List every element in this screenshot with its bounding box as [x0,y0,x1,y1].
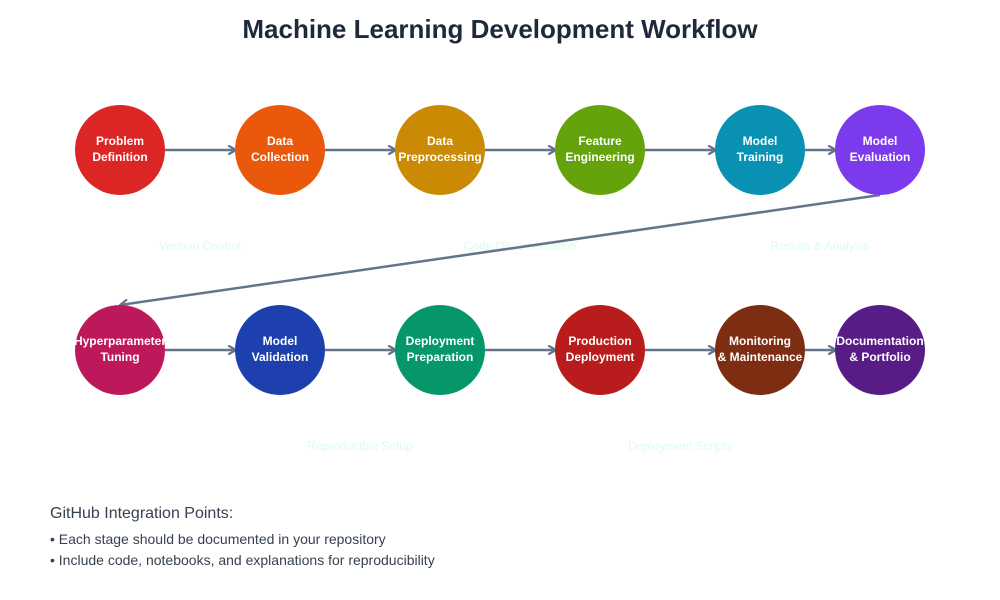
integration-label: Version Control [159,239,241,253]
github-integration-heading: GitHub Integration Points: [50,505,234,522]
stage-circle [75,105,165,195]
stage-label-line2: Training [737,150,784,164]
stage-label-line1: Model [863,134,898,148]
stage-label-line2: Definition [92,150,147,164]
stage-circle [395,105,485,195]
stage-circle [235,105,325,195]
stage-circle [715,105,805,195]
stage-circle [835,305,925,395]
github-point: • Include code, notebooks, and explanati… [50,552,435,568]
workflow-arrows [120,150,881,350]
diagram-title: Machine Learning Development Workflow [242,14,758,44]
workflow-stages: ProblemDefinitionDataCollectionDataPrepr… [74,105,925,395]
stage-label-line2: Evaluation [850,150,911,164]
stage-label-line1: Model [743,134,778,148]
github-point: • Each stage should be documented in you… [50,531,386,547]
stage-label-line2: Engineering [565,150,634,164]
integration-label: Deployment Scripts [628,439,732,453]
stage-label-line2: Preprocessing [398,150,481,164]
stage-label-line1: Model [263,334,298,348]
workflow-arrow [120,193,881,305]
stage-label-line2: & Maintenance [718,350,803,364]
stage-circle [555,305,645,395]
stage-label-line1: Problem [96,134,144,148]
stage-circle [555,105,645,195]
stage-label-line2: Preparation [407,350,474,364]
integration-label: Results & Analysis [771,239,870,253]
stage-label-line2: Validation [252,350,309,364]
stage-circle [75,305,165,395]
stage-label-line1: Deployment [406,334,475,348]
stage-label-line2: Collection [251,150,309,164]
stage-circle [715,305,805,395]
stage-label-line1: Monitoring [729,334,791,348]
stage-label-line1: Documentation [836,334,923,348]
integration-label: Reproducible Setup [307,439,413,453]
stage-label-line1: Data [267,134,293,148]
stage-label-line2: Deployment [566,350,635,364]
stage-circle [235,305,325,395]
stage-circle [835,105,925,195]
stage-label-line1: Data [427,134,453,148]
stage-circle [395,305,485,395]
stage-label-line2: & Portfolio [849,350,910,364]
stage-label-line1: Feature [578,134,622,148]
stage-node: Monitoring & Maintenance [715,305,805,395]
stage-node: Documentation & Portfolio [835,305,925,395]
stage-label-line1: Hyperparameter [74,334,166,348]
stage-label-line1: Production [568,334,631,348]
stage-label-line2: Tuning [100,350,139,364]
